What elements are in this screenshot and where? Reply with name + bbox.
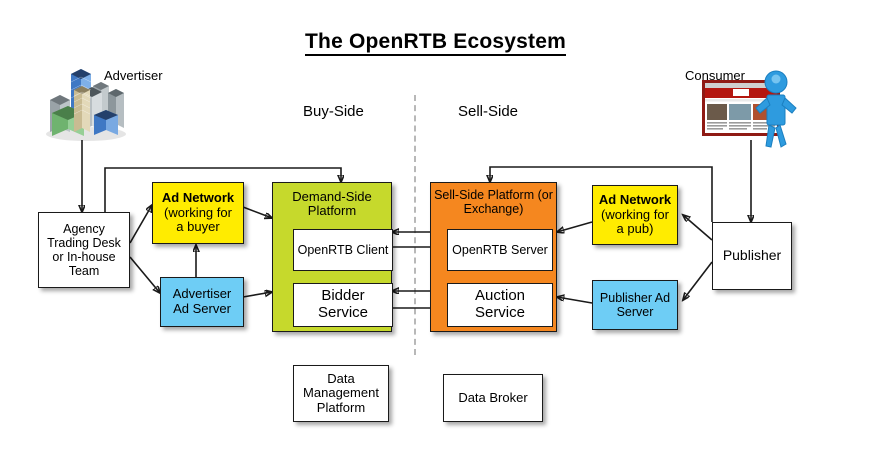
ad-network-buyer-sub2: a buyer — [176, 219, 220, 235]
consumer-caption: Consumer — [685, 68, 745, 83]
bidder-service-box[interactable]: Bidder Service — [293, 283, 393, 327]
publisher-ad-server-box[interactable]: Publisher Ad Server — [592, 280, 678, 330]
buy-sell-divider — [414, 95, 416, 355]
buy-side-label: Buy-Side — [303, 103, 364, 120]
sell-side-platform-box[interactable]: Sell-Side Platform (or Exchange) OpenRTB… — [430, 182, 557, 332]
data-broker-label: Data Broker — [458, 389, 528, 405]
ad-network-buyer-box[interactable]: Ad Network (working for a buyer — [152, 182, 244, 244]
ad-network-buyer-title: Ad Network — [161, 190, 235, 206]
openrtb-client-box[interactable]: OpenRTB Client — [293, 229, 393, 271]
auction-service-box[interactable]: Auction Service — [447, 283, 553, 327]
openrtb-server-box[interactable]: OpenRTB Server — [447, 229, 553, 271]
advertiser-caption: Advertiser — [104, 68, 163, 83]
ad-network-publisher-title: Ad Network — [598, 192, 672, 208]
advertiser-ad-server-box[interactable]: Advertiser Ad Server — [160, 277, 244, 327]
sell-side-label: Sell-Side — [458, 103, 519, 120]
person-with-webpage-icon — [700, 68, 820, 158]
ssp-title: Sell-Side Platform (or Exchange) — [434, 188, 553, 216]
publisher-box[interactable]: Publisher — [712, 222, 792, 290]
ad-network-buyer-sub1: (working for — [164, 204, 232, 220]
data-broker-box[interactable]: Data Broker — [443, 374, 543, 422]
openrtb-server-label: OpenRTB Server — [452, 243, 548, 257]
openrtb-client-label: OpenRTB Client — [297, 243, 389, 257]
ad-network-publisher-sub1: (working for — [601, 206, 669, 222]
publisher-ad-server-label: Publisher Ad Server — [599, 291, 671, 319]
ad-network-publisher-box[interactable]: Ad Network (working for a pub) — [592, 185, 678, 245]
data-management-platform-box[interactable]: Data Management Platform — [293, 365, 389, 422]
demand-side-platform-box[interactable]: Demand-Side Platform OpenRTB Client Bidd… — [272, 182, 393, 332]
dsp-title: Demand-Side Platform — [292, 189, 372, 219]
dmp-label: Data Management Platform — [303, 370, 379, 415]
page-title: The OpenRTB Ecosystem — [0, 30, 871, 56]
agency-trading-desk-label: Agency Trading Desk or In-house Team — [47, 222, 121, 278]
bidder-service-label: Bidder Service — [317, 287, 369, 321]
auction-service-label: Auction Service — [474, 287, 526, 321]
ad-network-publisher-sub2: a pub) — [616, 221, 654, 237]
office-buildings-icon — [38, 66, 134, 142]
page-title-text: The OpenRTB Ecosystem — [305, 30, 566, 56]
advertiser-ad-server-label: Advertiser Ad Server — [172, 286, 232, 316]
agency-trading-desk-box[interactable]: Agency Trading Desk or In-house Team — [38, 212, 130, 288]
publisher-label: Publisher — [722, 247, 782, 264]
